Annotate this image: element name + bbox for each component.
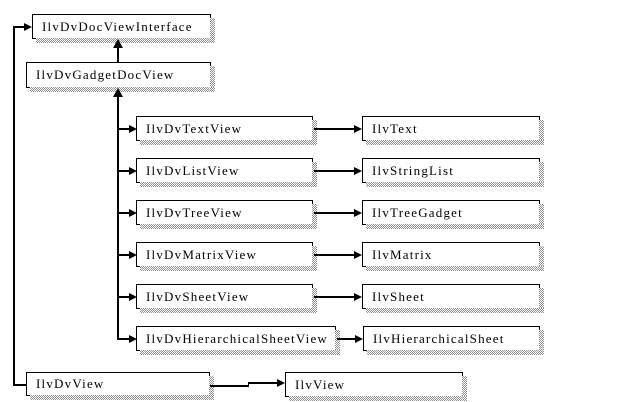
inheritance-branch-segment bbox=[117, 338, 130, 340]
class-box-ilvdvsheetview: IlvDvSheetView bbox=[136, 284, 317, 313]
class-box-ilvdvdocviewinterface: IlvDvDocViewInterface bbox=[32, 14, 215, 43]
branch-arrowhead-right-icon bbox=[129, 209, 137, 217]
association-edge-treeview-treegadget bbox=[314, 212, 355, 214]
inheritance-branch-segment bbox=[117, 254, 130, 256]
association-edge-dvview-view-segment1 bbox=[210, 385, 249, 387]
association-arrowhead-right-icon bbox=[354, 209, 362, 217]
class-name-label: IlvDvListView bbox=[146, 162, 240, 178]
class-box-ilvsheet: IlvSheet bbox=[362, 284, 544, 313]
class-box-ilvmatrix: IlvMatrix bbox=[362, 242, 544, 271]
class-name-label: IlvStringList bbox=[372, 162, 455, 178]
class-name-label: IlvDvTextView bbox=[146, 120, 243, 136]
class-box-ilvhierarchicalsheet: IlvHierarchicalSheet bbox=[363, 326, 544, 355]
inheritance-edge-dvview-vertical-segment bbox=[13, 27, 15, 386]
class-name-label: IlvTreeGadget bbox=[372, 204, 463, 220]
class-box-ilvtext: IlvText bbox=[362, 116, 544, 145]
class-box-ilvview: IlvView bbox=[285, 372, 467, 401]
association-arrowhead-right-icon bbox=[277, 379, 285, 387]
class-name-label: IlvDvView bbox=[36, 376, 105, 391]
class-name-label: IlvDvSheetView bbox=[146, 288, 250, 304]
class-box-ilvdvhierarchicalsheetview: IlvDvHierarchicalSheetView bbox=[136, 326, 340, 355]
association-edge-sheetview-sheet bbox=[314, 296, 355, 298]
class-name-label: IlvDvDocViewInterface bbox=[42, 18, 193, 34]
association-arrowhead-right-icon bbox=[355, 335, 363, 343]
inheritance-arrowhead-up-icon bbox=[113, 39, 123, 48]
class-box-ilvdvlistview: IlvDvListView bbox=[136, 158, 317, 187]
class-name-label: IlvMatrix bbox=[372, 246, 433, 262]
inheritance-edge-dvview-bottom-segment bbox=[13, 384, 27, 386]
branch-arrowhead-right-icon bbox=[129, 335, 137, 343]
class-name-label: IlvView bbox=[295, 376, 346, 392]
inheritance-branch-segment bbox=[117, 212, 130, 214]
association-edge-dvview-view-segment2 bbox=[248, 382, 278, 384]
association-arrowhead-right-icon bbox=[354, 167, 362, 175]
class-box-ilvdvview: IlvDvView bbox=[26, 372, 214, 400]
class-name-label: IlvDvTreeView bbox=[146, 204, 243, 220]
inheritance-branch-segment bbox=[117, 128, 130, 130]
association-edge-matrixview-matrix bbox=[314, 254, 355, 256]
class-name-label: IlvDvMatrixView bbox=[146, 246, 258, 262]
inheritance-arrowhead-right-icon bbox=[24, 23, 32, 31]
association-edge-dvview-view-jog bbox=[247, 382, 249, 386]
class-box-ilvdvtreeview: IlvDvTreeView bbox=[136, 200, 317, 229]
association-edge-listview-stringlist bbox=[314, 170, 355, 172]
inheritance-branch-segment bbox=[117, 170, 130, 172]
association-arrowhead-right-icon bbox=[354, 293, 362, 301]
inheritance-arrowhead-up-icon bbox=[113, 88, 123, 97]
class-box-ilvdvtextview: IlvDvTextView bbox=[136, 116, 317, 145]
class-name-label: IlvHierarchicalSheet bbox=[373, 330, 505, 346]
association-edge-hiersheetview-hiersheet bbox=[337, 338, 356, 340]
branch-arrowhead-right-icon bbox=[129, 251, 137, 259]
class-name-label: IlvSheet bbox=[372, 288, 425, 304]
association-arrowhead-right-icon bbox=[354, 125, 362, 133]
branch-arrowhead-right-icon bbox=[129, 293, 137, 301]
branch-arrowhead-right-icon bbox=[129, 125, 137, 133]
class-name-label: IlvDvHierarchicalSheetView bbox=[146, 330, 329, 346]
class-name-label: IlvText bbox=[372, 120, 418, 136]
class-box-ilvstringlist: IlvStringList bbox=[362, 158, 544, 187]
class-box-ilvtreegadget: IlvTreeGadget bbox=[362, 200, 544, 229]
inheritance-branch-segment bbox=[117, 296, 130, 298]
class-box-ilvdvgadgetdocview: IlvDvGadgetDocView bbox=[26, 62, 215, 92]
branch-arrowhead-right-icon bbox=[129, 167, 137, 175]
inheritance-edge-gadgetdocview-segment bbox=[117, 47, 119, 62]
inheritance-edge-dvview-top-segment bbox=[13, 26, 25, 28]
class-box-ilvdvmatrixview: IlvDvMatrixView bbox=[136, 242, 317, 271]
association-arrowhead-right-icon bbox=[354, 251, 362, 259]
class-name-label: IlvDvGadgetDocView bbox=[36, 67, 175, 82]
inheritance-trunk-line bbox=[117, 96, 119, 339]
association-edge-textview-text bbox=[314, 128, 355, 130]
